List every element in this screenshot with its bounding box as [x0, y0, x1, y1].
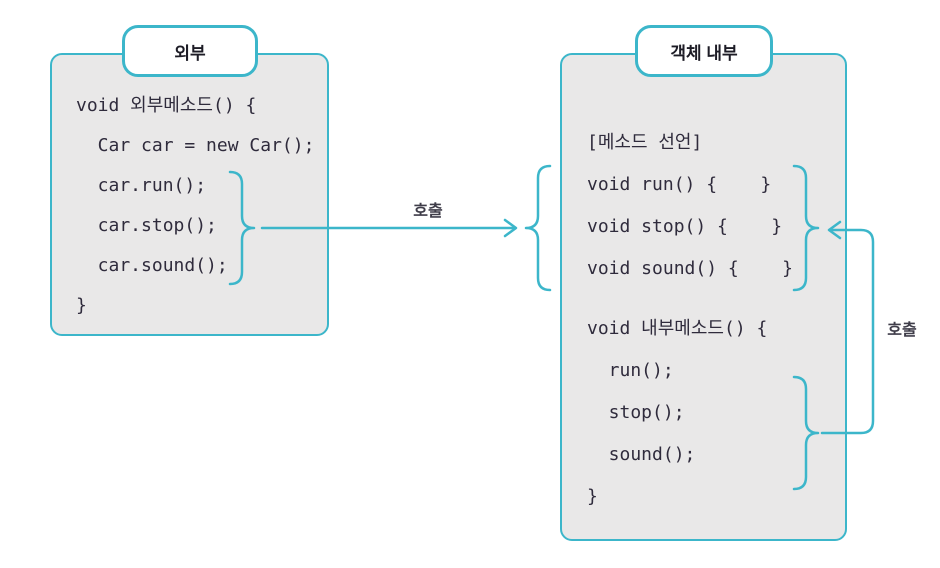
code-line: [메소드 선언]	[587, 132, 703, 153]
external-call-arrowhead	[503, 218, 518, 238]
object-internal-code-block: [메소드 선언] void run() { } void stop() { } voi…	[587, 122, 793, 518]
object-internal-box-tab: 객체 내부	[635, 25, 773, 77]
code-line: run();	[587, 360, 674, 381]
code-line: car.sound();	[76, 255, 228, 276]
code-line: void sound() { }	[587, 258, 793, 279]
external-call-label: 호출	[413, 203, 443, 220]
code-line: car.stop();	[76, 215, 217, 236]
code-line: Car car = new Car();	[76, 135, 315, 156]
code-line: void 외부메소드() {	[76, 95, 257, 116]
code-line: void 내부메소드() {	[587, 318, 768, 339]
code-line: }	[587, 486, 598, 507]
external-box-title: 외부	[174, 43, 206, 63]
code-line: car.run();	[76, 175, 207, 196]
external-box	[50, 53, 329, 336]
external-code-block: void 외부메소드() { Car car = new Car(); car.…	[76, 86, 314, 326]
internal-call-label: 호출	[887, 322, 917, 339]
code-line: sound();	[587, 444, 696, 465]
code-line: void run() { }	[587, 174, 772, 195]
code-line: }	[76, 295, 87, 316]
code-line: void stop() { }	[587, 216, 783, 237]
external-box-tab: 외부	[122, 25, 258, 77]
code-line: stop();	[587, 402, 685, 423]
code-line	[587, 290, 793, 308]
object-internal-box-title: 객체 내부	[670, 43, 738, 63]
declarations-target-brace	[524, 164, 552, 292]
